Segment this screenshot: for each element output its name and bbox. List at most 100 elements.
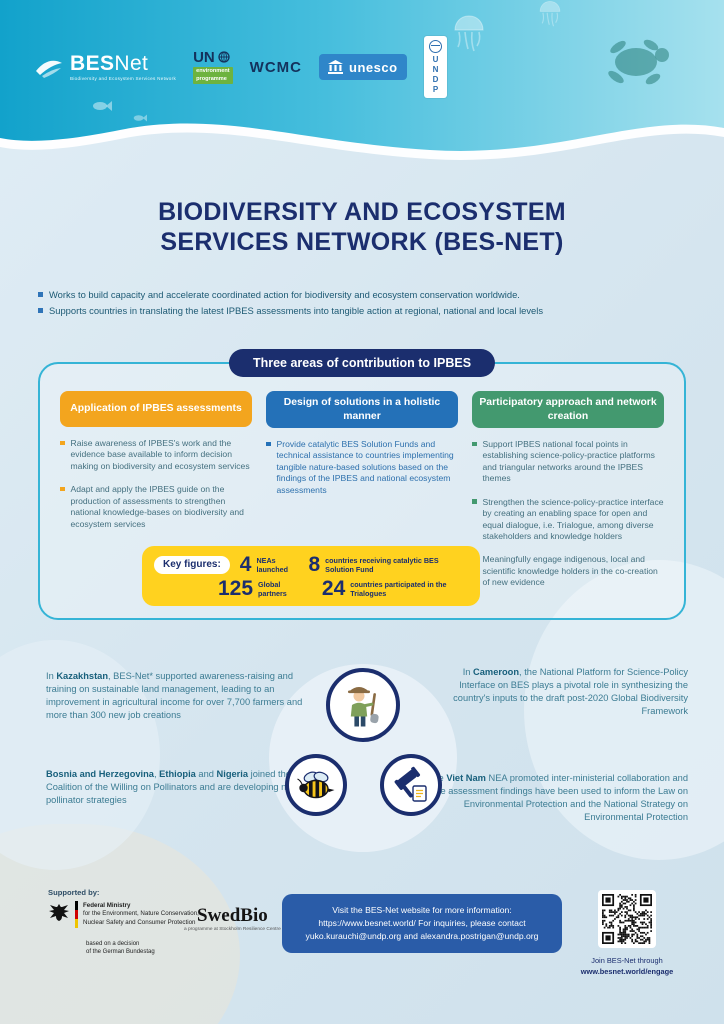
- key-figures-label: Key figures:: [154, 555, 230, 574]
- unep-programme-label: environment programme: [193, 66, 233, 85]
- un-globe-icon: [218, 51, 230, 63]
- bullet-square-icon: [266, 441, 271, 447]
- column-application: Application of IPBES assessments Raise a…: [60, 391, 252, 593]
- bullet-text: Raise awareness of IPBES's work and the …: [70, 438, 250, 471]
- story-cameroon: In Cameroon, the National Platform for S…: [453, 667, 688, 717]
- qr-code: [598, 890, 656, 948]
- swedbio-wordmark: SwedBio: [197, 905, 268, 926]
- figure-neas: 4 NEAs launched: [240, 554, 299, 575]
- figure-label: NEAs launched: [256, 555, 289, 574]
- column-header-participatory: Participatory approach and network creat…: [472, 391, 664, 429]
- german-ministry-logo: Federal Ministry for the Environment, Na…: [48, 901, 199, 928]
- farmer-circle: [326, 668, 400, 742]
- bullet-item: Support IPBES national focal points in e…: [472, 439, 664, 485]
- bullet-text: Strengthen the science-policy-practice i…: [482, 496, 664, 541]
- column-bullets-design: Provide catalytic BES Solution Funds and…: [266, 439, 458, 500]
- bullet-item: Raise awareness of IPBES's work and the …: [60, 438, 252, 472]
- german-flag-stripe: [75, 901, 78, 928]
- footer-section: Supported by: Federal Ministry for the E…: [0, 888, 724, 1024]
- bullet-item: Adapt and apply the IPBES guide on the p…: [60, 484, 252, 530]
- country-stories-section: In Kazakhstan, BES-Net* supported awaren…: [0, 652, 724, 888]
- contact-box: Visit the BES-Net website for more infor…: [282, 894, 562, 953]
- bullet-item: Provide catalytic BES Solution Funds and…: [266, 439, 458, 496]
- swedbio-tagline: a programme at Stockholm Resilience Cent…: [184, 927, 281, 932]
- column-design: Design of solutions in a holistic manner…: [266, 391, 458, 593]
- unep-logo: UN environment programme: [193, 50, 233, 85]
- bullet-square-icon: [472, 499, 477, 504]
- header-banner: BESNet Biodiversity and Ecosystem Servic…: [0, 0, 724, 190]
- page-title-line2: SERVICES NETWORK (BES-NET): [160, 228, 564, 256]
- qr-caption-link: www.besnet.world/engage: [580, 966, 674, 976]
- bullet-square-icon: [60, 486, 65, 492]
- page-title: BIODIVERSITY AND ECOSYSTEM SERVICES NETW…: [0, 197, 724, 257]
- bullet-item: Strengthen the science-policy-practice i…: [472, 497, 664, 543]
- page-title-line1: BIODIVERSITY AND ECOSYSTEM: [158, 198, 566, 226]
- gavel-circle: [380, 754, 442, 816]
- bullet-square-icon: [472, 441, 477, 447]
- figure-value: 24: [321, 577, 346, 600]
- ministry-name-rest: for the Environment, Nature Conservation…: [83, 910, 199, 926]
- undp-logo: UNDP: [423, 36, 447, 98]
- unesco-wordmark: unesco: [349, 59, 398, 75]
- qr-caption-line1: Join BES-Net through: [591, 956, 663, 965]
- column-participatory: Participatory approach and network creat…: [472, 391, 664, 593]
- bullet-item: Works to build capacity and accelerate c…: [38, 289, 686, 301]
- bullet-text: Adapt and apply the IPBES guide on the p…: [70, 484, 244, 529]
- swedbio-logo: SwedBio a programme at Stockholm Resilie…: [184, 906, 281, 932]
- wcmc-logo: WCMC: [249, 58, 302, 76]
- bullet-square-icon: [38, 308, 43, 314]
- un-wordmark: UN: [193, 48, 215, 66]
- bullet-square-icon: [60, 440, 65, 445]
- contribution-panel: Three areas of contribution to IPBES App…: [38, 349, 686, 620]
- key-figures-panel: Key figures: 4 NEAs launched 8 countries…: [142, 546, 480, 606]
- besnet-logo: BESNet Biodiversity and Ecosystem Servic…: [34, 53, 176, 81]
- unesco-logo: unesco: [319, 54, 407, 80]
- figure-label: countries participated in the Trialogues: [350, 579, 447, 598]
- key-figures-row: Key figures: 4 NEAs launched 8 countries…: [154, 554, 468, 575]
- bee-icon: [297, 771, 335, 799]
- bundestag-note: based on a decision of the German Bundes…: [86, 941, 155, 956]
- undp-emblem-icon: [428, 40, 442, 53]
- besnet-swoosh-icon: [36, 60, 62, 78]
- besnet-tagline: Biodiversity and Ecosystem Services Netw…: [70, 76, 177, 81]
- figure-value: 4: [239, 553, 252, 576]
- bullet-square-icon: [38, 292, 43, 297]
- qr-code-pattern: [602, 894, 652, 944]
- column-header-application: Application of IPBES assessments: [60, 391, 252, 427]
- contribution-columns: Application of IPBES assessments Raise a…: [40, 364, 684, 593]
- contribution-title-pill: Three areas of contribution to IPBES: [228, 349, 496, 377]
- story-kazakhstan: In Kazakhstan, BES-Net* supported awaren…: [46, 671, 303, 721]
- figure-value: 125: [218, 577, 254, 600]
- besnet-wordmark: BESNet: [70, 52, 149, 75]
- key-figures-row: 125 Global partners 24 countries partici…: [218, 578, 468, 599]
- story-bosnia-ethiopia-nigeria: Bosnia and Herzegovina, Ethiopia and Nig…: [46, 769, 314, 806]
- bullet-text: Works to build capacity and accelerate c…: [49, 289, 520, 300]
- bullet-text: Supports countries in translating the la…: [49, 305, 544, 317]
- bullet-item: Meaningfully engage indigenous, local an…: [472, 554, 664, 588]
- column-bullets-application: Raise awareness of IPBES's work and the …: [60, 438, 252, 534]
- qr-caption: Join BES-Net through www.besnet.world/en…: [560, 956, 694, 977]
- unesco-temple-icon: [328, 60, 343, 74]
- bullet-text: Provide catalytic BES Solution Funds and…: [276, 439, 454, 495]
- figure-label: countries receiving catalytic BES Soluti…: [325, 555, 439, 574]
- figure-value: 8: [308, 553, 321, 576]
- farmer-icon: [348, 687, 379, 727]
- figure-label: Global partners: [258, 579, 287, 598]
- logo-row: BESNet Biodiversity and Ecosystem Servic…: [34, 36, 447, 98]
- ministry-name-line1: Federal Ministry: [83, 901, 131, 909]
- federal-eagle-icon: [49, 903, 69, 921]
- column-header-design: Design of solutions in a holistic manner: [266, 391, 458, 429]
- figure-global-partners: 125 Global partners: [218, 578, 300, 599]
- bee-circle: [285, 754, 347, 816]
- figure-solution-fund: 8 countries receiving catalytic BES Solu…: [308, 554, 443, 575]
- figure-trialogues: 24 countries participated in the Trialog…: [322, 578, 468, 599]
- bullet-text: Support IPBES national focal points in e…: [482, 439, 655, 484]
- bullet-item: Supports countries in translating the la…: [38, 305, 686, 317]
- supported-by-label: Supported by:: [48, 888, 100, 897]
- intro-bullet-list: Works to build capacity and accelerate c…: [38, 289, 686, 321]
- gavel-icon: [394, 766, 427, 802]
- story-vietnam: The Viet Nam NEA promoted inter-minister…: [428, 773, 688, 823]
- undp-wordmark: UNDP: [431, 55, 441, 95]
- ministry-name: Federal Ministry for the Environment, Na…: [83, 902, 199, 927]
